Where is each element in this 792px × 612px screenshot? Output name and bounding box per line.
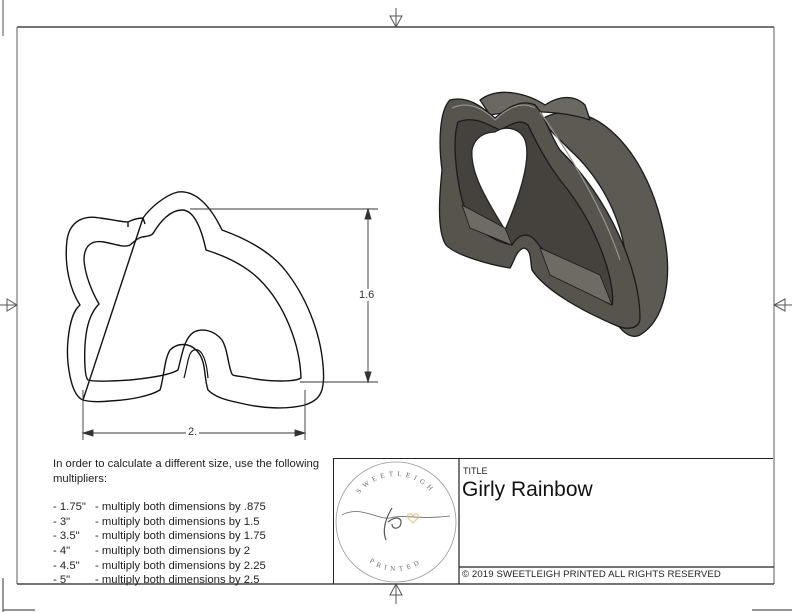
centering-mark-bottom (389, 582, 403, 604)
notes-intro: In order to calculate a different size, … (53, 458, 320, 485)
multiplier-row: - 3" - multiply both dimensions by 1.5 (53, 515, 333, 530)
multiplier-row: - 3.5" - multiply both dimensions by 1.75 (53, 529, 333, 544)
multiplier-size: - 1.75" (53, 501, 86, 514)
front-view-outline (65, 191, 325, 409)
sweetleigh-logo (335, 461, 457, 583)
multiplier-row: - 5" - multiply both dimensions by 2.5 (53, 573, 333, 588)
multiplier-size: - 3" (53, 515, 71, 528)
multiplier-size: - 4.5" (53, 559, 80, 572)
multiplier-row: - 1.75" - multiply both dimensions by .87… (53, 500, 333, 515)
centering-mark-left (0, 298, 18, 312)
centering-mark-right (772, 298, 792, 312)
multiplier-text: - multiply both dimensions by 2.25 (95, 559, 266, 572)
title-label: TITLE (463, 466, 488, 476)
multiplier-row: - 4.5" - multiply both dimensions by 2.25 (53, 559, 333, 574)
multiplier-row: - 4" - multiply both dimensions by 2 (53, 544, 333, 559)
multiplier-size: - 4" (53, 544, 71, 557)
title-block (333, 458, 773, 584)
multiplier-text: - multiply both dimensions by .875 (95, 501, 266, 514)
copyright-notice: © 2019 SWEETLEIGH PRINTED ALL RIGHTS RES… (462, 569, 721, 580)
dimension-width-label: 2. (186, 426, 200, 438)
size-multiplier-notes: In order to calculate a different size, … (53, 457, 333, 588)
multiplier-text: - multiply both dimensions by 1.5 (95, 515, 260, 528)
multiplier-text: - multiply both dimensions by 2.5 (95, 574, 260, 587)
multiplier-text: - multiply both dimensions by 2 (95, 544, 251, 557)
multiplier-size: - 3.5" (53, 530, 80, 543)
multiplier-size: - 5" (53, 574, 71, 587)
title-block-lines (458, 458, 774, 584)
drawing-title: Girly Rainbow (462, 478, 593, 501)
dimension-height-label: 1.6 (357, 289, 377, 301)
isometric-view (438, 91, 669, 337)
centering-mark-top (389, 8, 403, 29)
multiplier-text: - multiply both dimensions by 1.75 (95, 530, 266, 543)
